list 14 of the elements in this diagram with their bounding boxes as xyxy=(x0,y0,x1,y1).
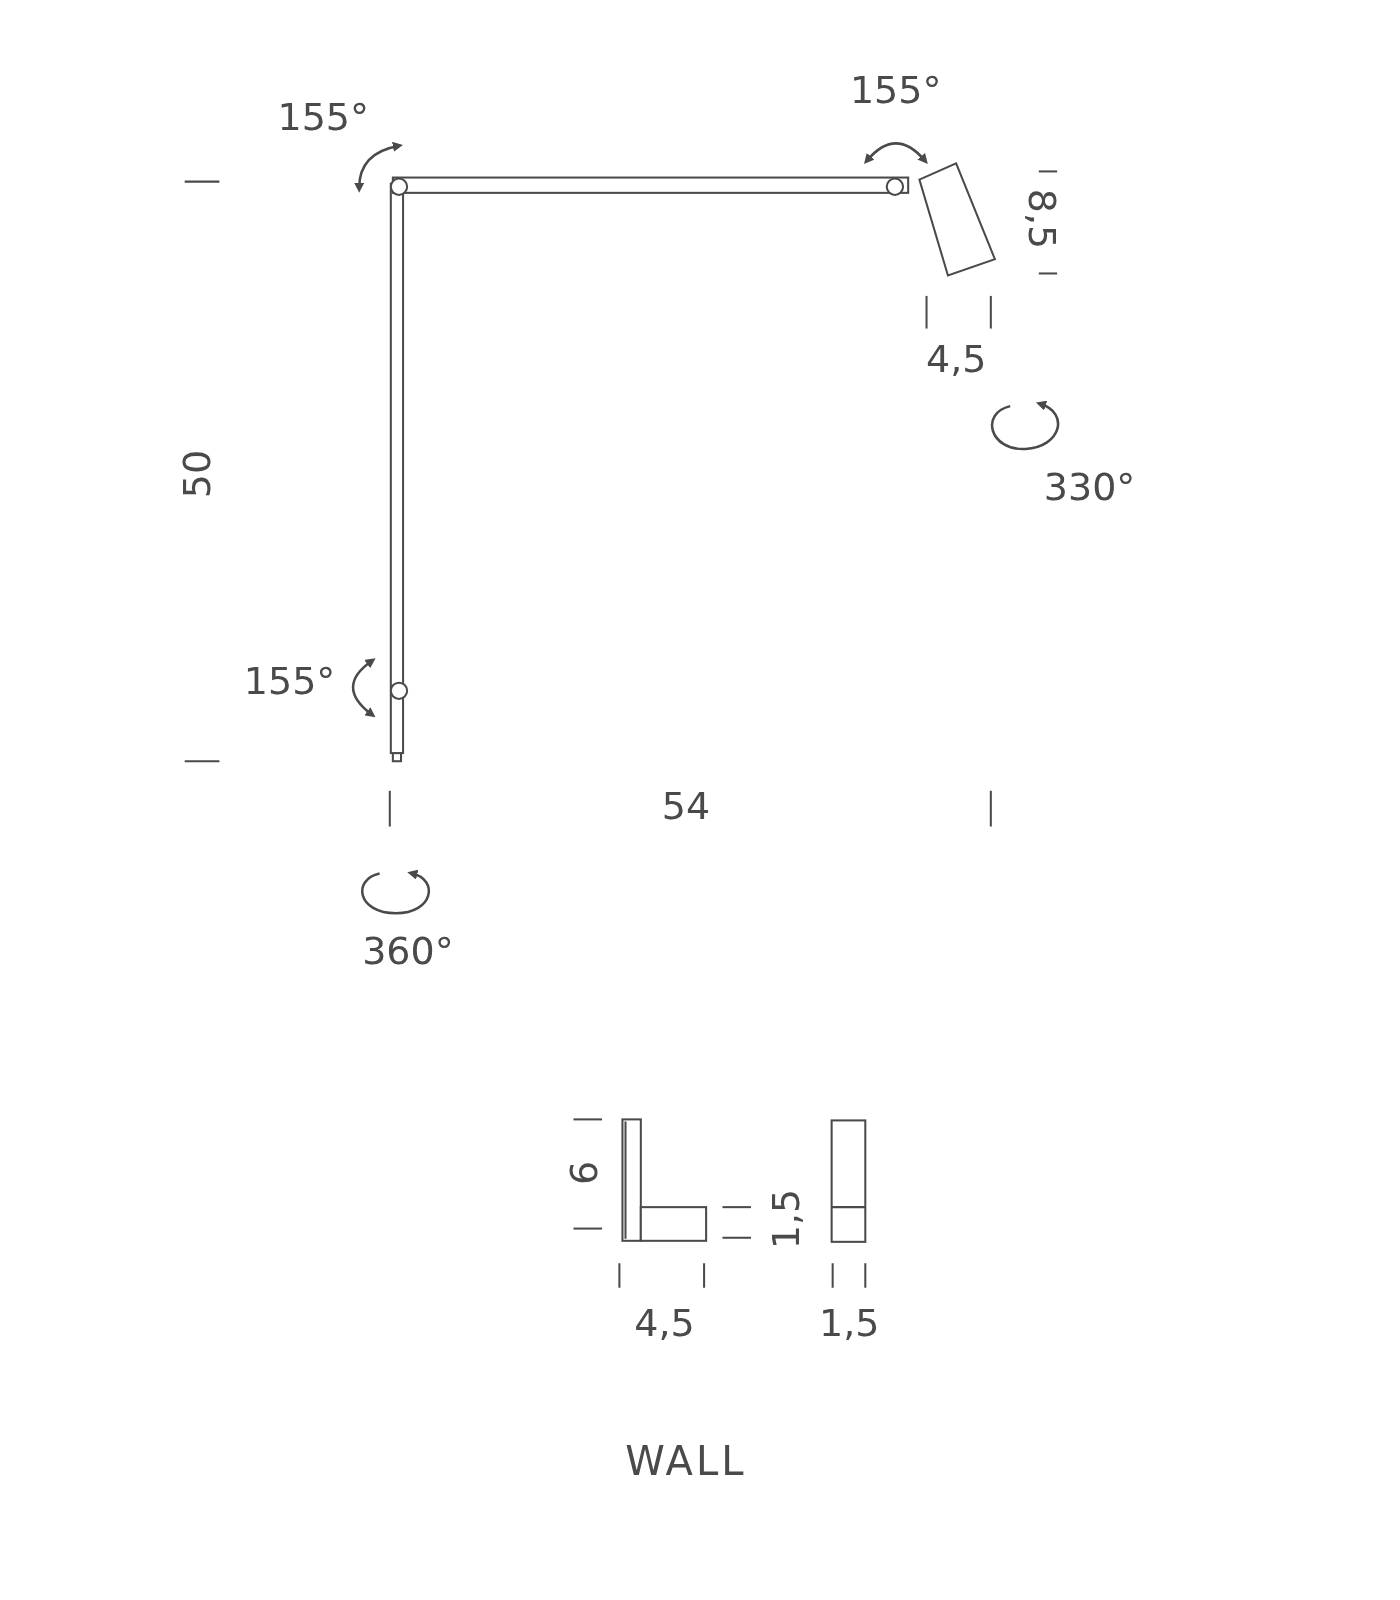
caption: WALL xyxy=(625,1441,747,1482)
dimension-label: 50 xyxy=(178,450,217,499)
angle-label: 155° xyxy=(277,98,369,137)
angle-label: 155° xyxy=(849,70,942,109)
angle-label: 155° xyxy=(243,661,336,700)
dimension-label: 4,5 xyxy=(634,1304,695,1343)
dimension-label: 6 xyxy=(564,1161,603,1186)
dimension-label: 1,5 xyxy=(818,1304,880,1343)
angle-label: 360° xyxy=(362,932,454,970)
dimension-label: 4,5 xyxy=(926,340,987,379)
dimension-label: 1,5 xyxy=(766,1189,805,1250)
dimension-label: 54 xyxy=(661,787,711,826)
angle-label: 330° xyxy=(1043,467,1136,506)
dimension-label: 8,5 xyxy=(1023,189,1062,250)
